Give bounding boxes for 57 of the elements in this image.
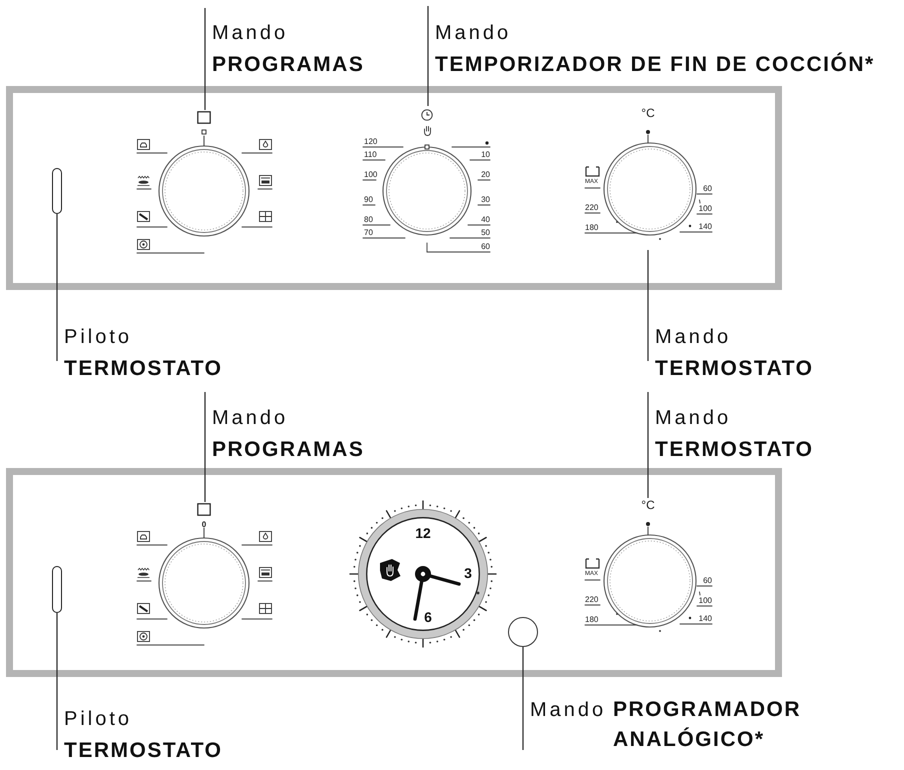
callout-label: Mando <box>435 21 512 45</box>
scale-label: 140 <box>698 614 712 623</box>
scale-label: 90 <box>364 195 373 204</box>
scale-label: 0 <box>202 520 206 529</box>
scale-label: 20 <box>481 170 490 179</box>
callout-title: PROGRAMAS <box>212 53 364 77</box>
callout-title: PROGRAMADOR ANALÓGICO* <box>613 697 801 753</box>
callout-title: TEMPORIZADOR DE FIN DE COCCIÓN* <box>435 53 875 77</box>
pilot-light <box>52 566 62 613</box>
scale-label: 60 <box>481 242 490 251</box>
scale-label: 100 <box>364 170 378 179</box>
callout-label: Mando <box>655 406 732 430</box>
scale-label: 50 <box>481 228 490 237</box>
callout-label: Piloto <box>64 325 132 349</box>
scale-label: 40 <box>481 215 490 224</box>
callout-label: Mando <box>212 406 288 430</box>
scale-label: 60 <box>703 576 712 585</box>
callout-label: Mando <box>530 698 606 722</box>
clock-numeral: 6 <box>424 609 432 625</box>
scale-label: 110 <box>364 150 377 159</box>
callout-title: TERMOSTATO <box>655 357 814 381</box>
scale-label: 140 <box>698 222 712 231</box>
scale-label: °C <box>641 499 655 512</box>
control-panel <box>6 86 782 290</box>
callout-title: PROGRAMAS <box>212 438 364 462</box>
scale-label: 30 <box>481 195 490 204</box>
leader-line <box>56 613 58 750</box>
callout-label: Mando <box>212 21 288 45</box>
round-knob <box>508 617 538 647</box>
leader-line <box>56 214 58 361</box>
scale-label: 70 <box>364 228 373 237</box>
callout-title: TERMOSTATO <box>64 357 222 381</box>
clock-numeral: 3 <box>464 565 472 581</box>
scale-label: 180 <box>585 615 598 624</box>
scale-label: 100 <box>698 596 712 605</box>
leader-line <box>647 250 649 361</box>
leader-line <box>522 647 524 750</box>
leader-line <box>204 8 206 110</box>
scale-label: 220 <box>585 595 598 604</box>
scale-label: 100 <box>698 204 712 213</box>
leader-line <box>427 6 429 106</box>
scale-label: 10 <box>481 150 490 159</box>
scale-label: 220 <box>585 203 598 212</box>
scale-label: °C <box>641 107 655 120</box>
leader-line <box>204 392 206 502</box>
control-panel <box>6 468 782 677</box>
callout-title: TERMOSTATO <box>655 438 814 462</box>
callout-title: TERMOSTATO <box>64 739 222 763</box>
scale-label: 80 <box>364 215 373 224</box>
scale-label: 180 <box>585 223 598 232</box>
scale-label: 60 <box>703 184 712 193</box>
callout-label: Mando <box>655 325 732 349</box>
clock-numeral: 12 <box>415 525 431 541</box>
callout-label: Piloto <box>64 707 132 731</box>
pilot-light <box>52 168 62 214</box>
leader-line <box>647 392 649 498</box>
scale-label: 120 <box>364 137 378 146</box>
